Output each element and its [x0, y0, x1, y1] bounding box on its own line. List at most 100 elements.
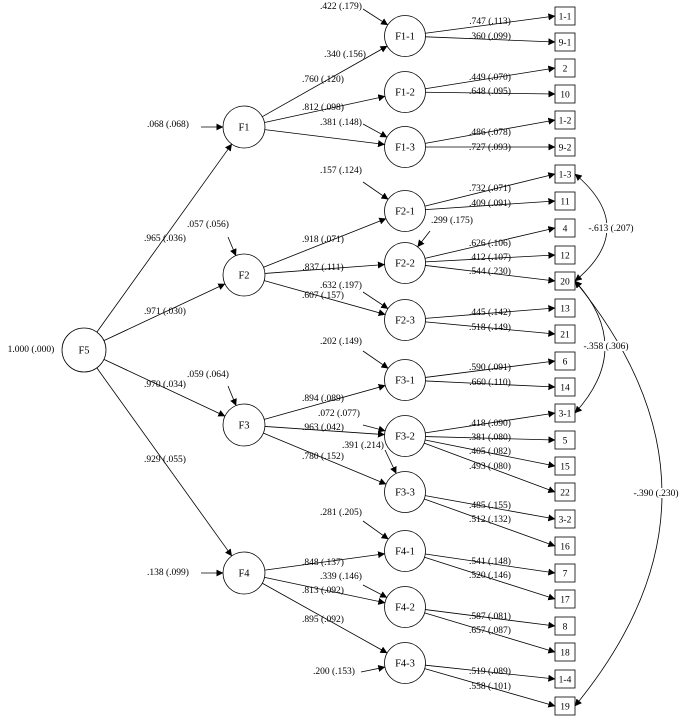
path-f2-1-to-11 — [425, 197, 556, 211]
path-coefficient-f4-f4-1: .848 (.137) — [302, 557, 344, 568]
factor-f2-3-circle — [384, 299, 426, 341]
path-f3-2-to-3-1 — [425, 410, 556, 434]
disturbance-f4-3: .200 (.153) — [313, 666, 355, 677]
path-coefficient-f3-2-15: .405 (.082) — [469, 446, 511, 457]
factor-f3-3-circle — [384, 471, 426, 513]
indicator-20-box — [554, 271, 576, 291]
disturbance-arrow-f3 — [227, 385, 237, 406]
indicator-19-box — [554, 696, 576, 716]
path-f5-to-f4 — [96, 367, 233, 557]
path-coefficient-f3-f3-1: .894 (.089) — [302, 393, 344, 404]
path-f2-to-f2-1 — [263, 217, 387, 268]
path-coefficient-f1-1-1-1: .747 (.113) — [469, 16, 511, 27]
path-f5-to-f3 — [103, 358, 226, 417]
factor-f1-2-label: F1-2 — [395, 88, 415, 99]
covariance-label-bg — [634, 488, 678, 498]
path-coefficient-f3-2-3-1: .418 (.090) — [469, 418, 511, 429]
path-coefficient-f2-3-13: .445 (.142) — [469, 307, 511, 318]
factor-f1-3-label: F1-3 — [395, 143, 415, 154]
indicator-16-box — [554, 536, 576, 556]
path-f1-1-to-1-1 — [425, 13, 556, 34]
indicator-4-label: 4 — [563, 224, 568, 234]
path-f4-to-f4-1 — [264, 551, 386, 571]
factor-f1-2-circle — [384, 71, 426, 113]
factor-f3-2-circle — [384, 415, 426, 457]
indicator-1-1-box — [554, 6, 576, 26]
factor-f2-3-label: F2-3 — [395, 316, 415, 327]
path-f3-2-to-22 — [424, 442, 556, 493]
covariance-value-1-3-20: -.613 (.207) — [588, 223, 633, 234]
indicator-14-label: 14 — [560, 383, 570, 393]
path-coefficient-f3-1-14: .660 (.110) — [469, 377, 511, 388]
factor-f1-label: F1 — [238, 123, 249, 134]
indicator-5-label: 5 — [563, 436, 568, 446]
disturbance-f4-2: .339 (.146) — [320, 571, 362, 582]
factor-f5-circle — [61, 327, 107, 373]
indicator-2-label: 2 — [563, 64, 568, 74]
indicator-21-label: 21 — [560, 330, 570, 340]
indicator-8-box — [554, 616, 576, 636]
path-coefficient-f2-f2-3: .607 (.157) — [302, 290, 344, 301]
path-coefficient-f4-1-7: .541 (.148) — [469, 556, 511, 567]
indicator-22-box — [554, 482, 576, 502]
indicator-21-box — [554, 324, 576, 344]
factor-f4-label: F4 — [238, 569, 250, 580]
indicator-9-1-label: 9-1 — [559, 38, 572, 48]
indicator-9-2-box — [554, 137, 576, 157]
path-coefficient-f1-1-9-1: .360 (.099) — [469, 31, 511, 42]
indicator-1-1-label: 1-1 — [559, 12, 572, 22]
indicator-6-label: 6 — [563, 357, 568, 367]
path-coefficient-f4-2-18: .657 (.087) — [469, 625, 511, 636]
factor-f3-circle — [222, 403, 266, 447]
path-coefficient-f5-f4: .929 (.055) — [144, 454, 186, 465]
path-f1-to-f1-1 — [262, 45, 388, 118]
disturbance-arrow-f4-1 — [362, 520, 389, 540]
path-coefficient-f2-1-1-3: .732 (.071) — [469, 183, 511, 194]
disturbance-f3-3: .391 (.214) — [342, 440, 384, 451]
path-coefficient-f1-2-2: .449 (.070) — [469, 72, 511, 83]
variance-f5: 1.000 (.000) — [8, 344, 55, 355]
path-coefficient-f1-3-9-2: .727 (.093) — [469, 142, 511, 153]
indicator-7-label: 7 — [563, 569, 568, 579]
path-f1-3-to-1-2 — [425, 117, 556, 144]
path-f4-to-f4-2 — [264, 576, 386, 605]
factor-f4-circle — [222, 551, 266, 595]
indicator-10-label: 10 — [560, 90, 570, 100]
factor-f3-label: F3 — [238, 421, 249, 432]
path-f2-2-to-20 — [425, 265, 556, 284]
indicator-18-box — [554, 642, 576, 662]
path-coefficient-f3-2-22: .493 (.080) — [469, 461, 511, 472]
path-f3-1-to-6 — [425, 358, 556, 378]
path-f1-2-to-10 — [425, 90, 556, 98]
indicator-12-label: 12 — [560, 251, 570, 261]
indicator-16-label: 16 — [560, 542, 570, 552]
path-f3-2-to-15 — [425, 439, 556, 469]
path-coefficient-f2-f2-2: .837 (.111) — [302, 262, 343, 273]
factor-f2-1-label: F2-1 — [395, 207, 415, 218]
indicator-3-2-box — [554, 509, 576, 529]
indicator-20-label: 20 — [560, 277, 570, 287]
path-f4-3-to-1-4 — [425, 664, 556, 682]
disturbance-f3-2: .072 (.077) — [318, 408, 360, 419]
factor-f4-3-circle — [384, 642, 426, 684]
disturbance-arrow-f3-2 — [362, 424, 386, 433]
path-f5-to-f2 — [103, 283, 226, 342]
path-coefficient-f5-f3: .970 (.034) — [144, 379, 186, 390]
disturbance-f1-3: .381 (.148) — [320, 117, 362, 128]
disturbance-f2: .057 (.056) — [187, 219, 229, 230]
path-coefficient-f1-3-1-2: .486 (.078) — [469, 127, 511, 138]
indicator-13-label: 13 — [560, 304, 570, 314]
factor-f4-3-label: F4-3 — [395, 659, 415, 670]
factor-f1-3-circle — [384, 126, 426, 168]
disturbance-f2-1: .157 (.124) — [320, 165, 362, 176]
factor-f3-2-label: F3-2 — [395, 432, 415, 443]
indicator-19-label: 19 — [560, 702, 570, 712]
path-coefficient-f4-3-19: .558 (.101) — [469, 681, 511, 692]
disturbance-arrow-f3-3 — [384, 449, 397, 474]
disturbance-arrow-f1-1 — [362, 8, 389, 26]
indicator-4-box — [554, 218, 576, 238]
path-f4-3-to-19 — [424, 668, 556, 708]
factor-f1-1-circle — [384, 15, 426, 57]
indicator-15-label: 15 — [560, 462, 570, 472]
indicator-11-label: 11 — [560, 197, 569, 207]
